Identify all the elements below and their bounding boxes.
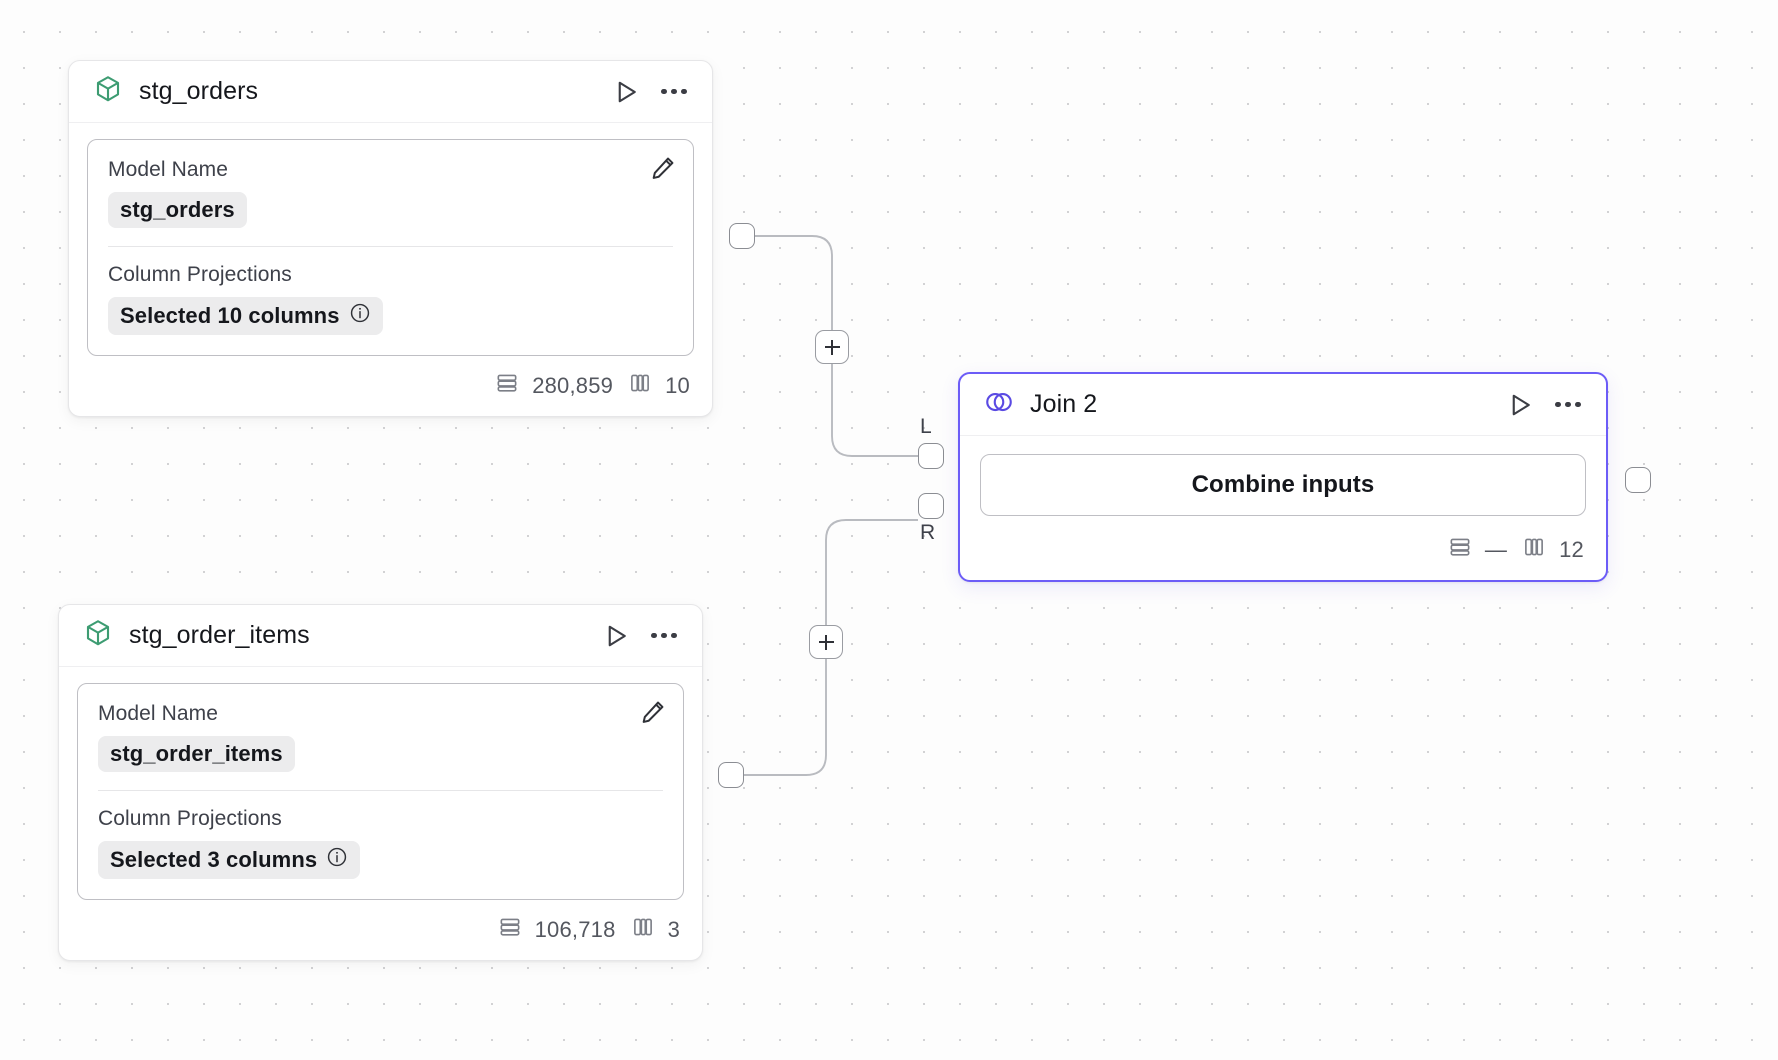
- output-port-join-2[interactable]: [1625, 467, 1651, 493]
- model-name-label: Model Name: [108, 158, 229, 181]
- cube-icon: [83, 618, 113, 653]
- column-count-stat: 3: [630, 914, 680, 946]
- input-port-right[interactable]: [918, 493, 944, 519]
- panel-divider: [98, 790, 663, 791]
- row-count-value: 106,718: [534, 917, 616, 942]
- column-count-value: 10: [665, 373, 690, 398]
- column-projections-label: Column Projections: [108, 263, 292, 286]
- chip-text: Selected 10 columns: [120, 303, 340, 328]
- output-port-stg-order-items[interactable]: [718, 762, 744, 788]
- node-header: stg_orders: [69, 61, 712, 123]
- more-icon[interactable]: [658, 76, 690, 108]
- output-port-stg-orders[interactable]: [729, 223, 755, 249]
- node-footer: — 12: [960, 516, 1606, 580]
- input-port-label-left: L: [920, 415, 932, 438]
- row-count-value: —: [1484, 537, 1508, 562]
- node-title: stg_orders: [139, 77, 259, 105]
- node-body: Model Name stg_order_items Column Projec…: [59, 667, 702, 900]
- column-projections-label: Column Projections: [98, 807, 282, 830]
- row-count-stat: 106,718: [497, 914, 616, 946]
- combine-inputs-button[interactable]: Combine inputs: [980, 454, 1586, 516]
- column-count-stat: 10: [627, 370, 690, 402]
- run-button[interactable]: [1504, 389, 1536, 421]
- run-button[interactable]: [600, 620, 632, 652]
- node-body: Model Name stg_orders Column Projections…: [69, 123, 712, 356]
- add-node-button-edge-1[interactable]: [815, 330, 849, 364]
- node-body: Combine inputs: [960, 436, 1606, 516]
- rows-icon: [497, 914, 523, 946]
- node-footer: 106,718 3: [59, 900, 702, 960]
- add-node-button-edge-2[interactable]: [809, 625, 843, 659]
- model-config-panel: Model Name stg_orders Column Projections…: [87, 139, 694, 356]
- column-count-value: 3: [667, 917, 680, 942]
- column-projections-value[interactable]: Selected 10 columns: [108, 297, 383, 335]
- columns-icon: [630, 914, 656, 946]
- model-name-value[interactable]: stg_orders: [108, 192, 247, 228]
- more-icon[interactable]: [648, 620, 680, 652]
- node-header: Join 2: [960, 374, 1606, 436]
- panel-divider: [108, 246, 673, 247]
- column-count-stat: 12: [1521, 534, 1584, 566]
- row-count-value: 280,859: [532, 373, 614, 398]
- edit-pencil-icon[interactable]: [649, 154, 677, 187]
- cube-icon: [93, 74, 123, 109]
- info-icon[interactable]: [326, 846, 348, 874]
- columns-icon: [627, 370, 653, 402]
- columns-icon: [1521, 534, 1547, 566]
- row-count-stat: —: [1447, 534, 1507, 566]
- venn-icon: [984, 387, 1014, 422]
- model-name-label: Model Name: [98, 702, 219, 725]
- column-projections-value[interactable]: Selected 3 columns: [98, 841, 361, 879]
- model-name-value[interactable]: stg_order_items: [98, 736, 295, 772]
- input-port-left[interactable]: [918, 443, 944, 469]
- info-icon[interactable]: [349, 302, 371, 330]
- row-count-stat: 280,859: [494, 370, 613, 402]
- input-port-label-right: R: [920, 521, 936, 544]
- node-header: stg_order_items: [59, 605, 702, 667]
- run-button[interactable]: [610, 76, 642, 108]
- column-count-value: 12: [1559, 537, 1584, 562]
- chip-text: Selected 3 columns: [110, 847, 318, 872]
- node-footer: 280,859 10: [69, 356, 712, 416]
- node-title: stg_order_items: [129, 621, 310, 649]
- model-config-panel: Model Name stg_order_items Column Projec…: [77, 683, 684, 900]
- rows-icon: [1447, 534, 1473, 566]
- more-icon[interactable]: [1552, 389, 1584, 421]
- node-stg-orders[interactable]: stg_orders Mo: [68, 60, 713, 417]
- edit-pencil-icon[interactable]: [639, 698, 667, 731]
- node-stg-order-items[interactable]: stg_order_items: [58, 604, 703, 961]
- node-title: Join 2: [1030, 390, 1098, 418]
- rows-icon: [494, 370, 520, 402]
- node-join-2[interactable]: Join 2 Combine inputs: [958, 372, 1608, 582]
